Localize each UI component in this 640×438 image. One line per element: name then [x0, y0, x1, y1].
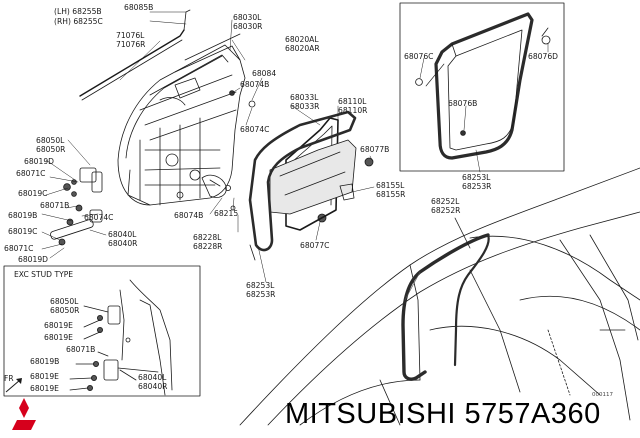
label-lh-68255b: (LH) 68255B — [54, 7, 102, 16]
label-68076d: 68076D — [528, 52, 559, 61]
label-68074b-top: 68074B — [240, 80, 270, 89]
vehicle-body-outline — [239, 167, 640, 426]
label-rh-68255c: (RH) 68255C — [54, 17, 103, 26]
inset-door-seal-68253 — [425, 12, 534, 160]
brand-part-number: MITSUBISHI 5757A360 — [285, 398, 601, 430]
glass-holder-68155 — [339, 183, 355, 201]
label-68019b-a: 68019B — [8, 211, 38, 220]
label-e68019e-4: 68019E — [30, 384, 59, 393]
label-68085b: 68085B — [124, 3, 154, 12]
label-68074b-low: 68074B — [174, 211, 204, 220]
front-arrow-icon — [5, 379, 21, 393]
label-68215: 68215 — [214, 209, 239, 218]
leader-68252 — [454, 217, 471, 249]
label-e68019e-3: 68019E — [30, 372, 59, 381]
exc-stud-heading: EXC STUD TYPE — [14, 270, 74, 279]
label-68019d-a: 68019D — [24, 157, 55, 166]
door-weatherstrip-68253 — [248, 110, 357, 252]
label-68074c-mid: 68074C — [240, 125, 270, 134]
label-68074c-low: 68074C — [84, 213, 114, 222]
front-arrow-head — [16, 378, 22, 384]
exc-stud-detail — [69, 279, 173, 396]
front-marker-label: FR — [4, 374, 14, 383]
body-opening-seal-68252 — [401, 233, 490, 381]
label-68084: 68084 — [252, 69, 277, 78]
label-68077c: 68077C — [300, 241, 330, 250]
label-e68019b: 68019B — [30, 357, 60, 366]
label-e68071b: 68071B — [66, 345, 96, 354]
rear-door-assembly — [117, 33, 246, 206]
glass-run-71076 — [79, 29, 185, 97]
label-68077b: 68077B — [360, 145, 390, 154]
drawing-code: 000117 — [592, 392, 613, 398]
label-e68019e-2: 68019E — [44, 333, 73, 342]
inset-frame — [399, 2, 565, 172]
leader-lines — [41, 11, 549, 283]
label-68076b: 68076B — [448, 99, 478, 108]
label-68071c-b: 68071C — [4, 244, 34, 253]
label-68071c: 68071C — [16, 169, 46, 178]
exc-stud-inset-frame — [3, 265, 201, 397]
sash-trim-68255 — [183, 9, 191, 31]
label-68019c-b: 68019C — [8, 227, 38, 236]
label-e68019e-1: 68019E — [44, 321, 73, 330]
label-68076c: 68076C — [404, 52, 434, 61]
label-68071b-a: 68071B — [40, 201, 70, 210]
label-68019c-a: 68019C — [18, 189, 48, 198]
three-diamonds-logo — [12, 398, 36, 430]
door-glass-68110 — [269, 139, 357, 215]
label-68019d-b: 68019D — [18, 255, 49, 264]
